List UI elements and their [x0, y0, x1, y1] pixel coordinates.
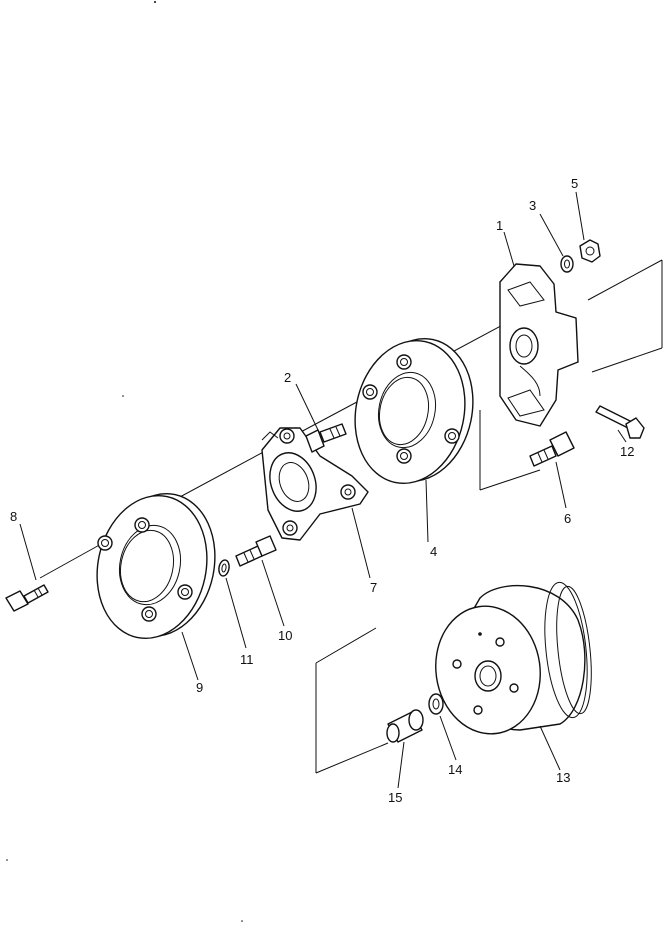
bolt-part-6 — [529, 431, 575, 467]
snap-ring-part-14 — [428, 693, 444, 715]
callout-6: 6 — [564, 511, 571, 526]
leader-lines — [19, 191, 627, 789]
bolt-part-2 — [305, 423, 347, 453]
callout-14: 14 — [448, 762, 462, 777]
callout-1: 1 — [496, 218, 503, 233]
callout-10: 10 — [278, 628, 292, 643]
housing-bracket-part-7 — [261, 427, 369, 541]
callout-15: 15 — [388, 790, 402, 805]
flange-plate-part-9 — [96, 492, 216, 640]
callout-labels: 1 2 3 4 5 6 7 8 9 10 11 12 13 14 15 — [10, 176, 634, 805]
plate-part-4 — [354, 337, 474, 485]
callout-13: 13 — [556, 770, 570, 785]
callout-2: 2 — [284, 370, 291, 385]
callout-7: 7 — [370, 580, 377, 595]
callout-11: 11 — [240, 652, 254, 667]
callout-12: 12 — [620, 444, 634, 459]
callout-4: 4 — [430, 544, 437, 559]
nut-part-5 — [579, 239, 601, 263]
callout-8: 8 — [10, 509, 17, 524]
pin-part-15 — [386, 709, 424, 743]
callout-5: 5 — [571, 176, 578, 191]
bolt-part-10 — [235, 535, 277, 567]
washer-part-11 — [218, 559, 230, 577]
slotted-bracket-part-1 — [499, 263, 579, 427]
pulley-part-13 — [435, 581, 592, 735]
callout-3: 3 — [529, 198, 536, 213]
scan-specks — [6, 1, 243, 922]
bolt-part-8 — [5, 584, 49, 612]
washer-part-3 — [560, 255, 574, 273]
bolt-part-12 — [595, 405, 645, 439]
callout-9: 9 — [196, 680, 203, 695]
